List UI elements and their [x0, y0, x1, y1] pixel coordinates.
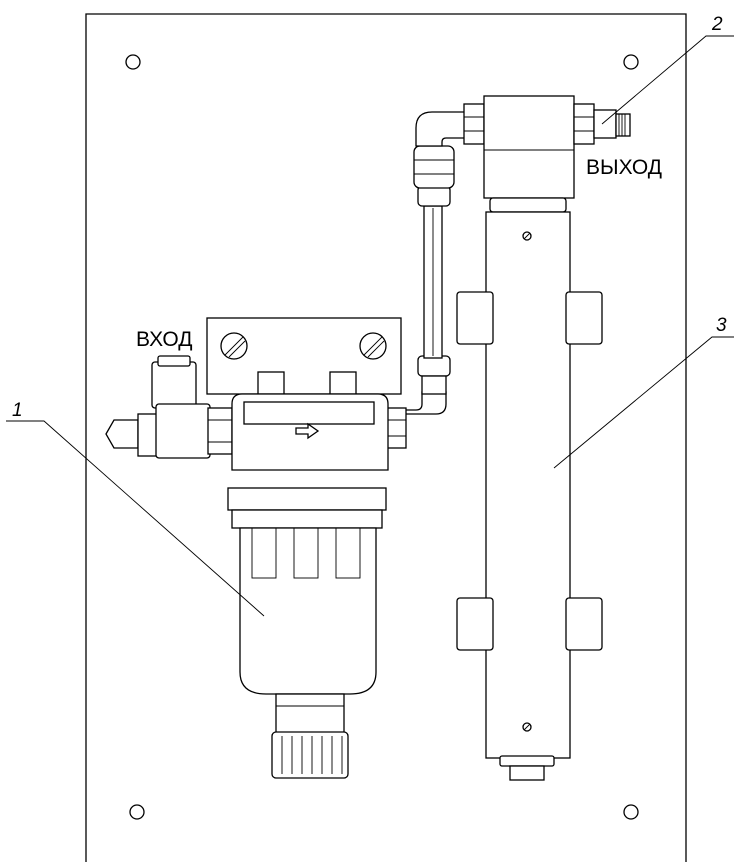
filter: [227, 393, 389, 779]
filter-bracket: [206, 317, 402, 395]
inlet-valve: [105, 355, 407, 459]
leader-lines: [6, 35, 734, 617]
mounting-hole-top-right: [623, 54, 639, 70]
outlet-fitting: [573, 103, 631, 145]
mounting-hole-bottom-left: [129, 804, 145, 820]
connecting-tube: [404, 103, 485, 415]
callout-1: 1: [12, 400, 23, 421]
inlet-label: ВХОД: [136, 328, 193, 351]
mounting-panel: [85, 13, 687, 862]
mounting-hole-bottom-right: [623, 804, 639, 820]
mounting-hole-top-left: [125, 54, 141, 70]
uv-sterilizer: [456, 95, 603, 781]
outlet-label: ВЫХОД: [586, 156, 662, 179]
callout-3: 3: [716, 315, 727, 336]
callout-2: 2: [711, 14, 723, 35]
